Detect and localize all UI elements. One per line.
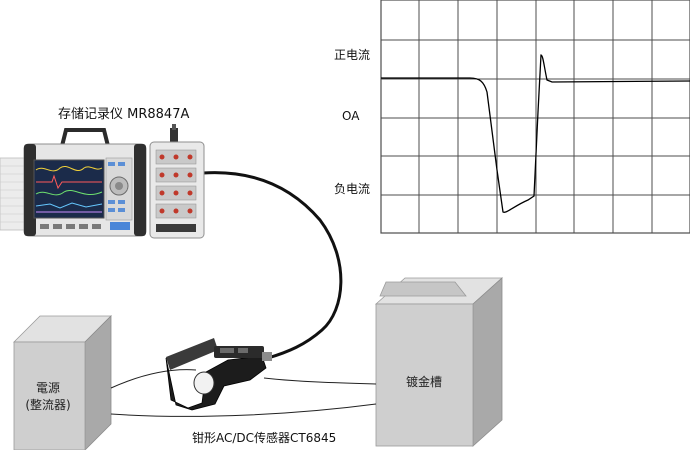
plating-tank-label: 镀金槽 [406,374,442,389]
current-waveform-trace [381,54,690,213]
recorder-screen-traces [35,166,103,213]
recorder-input-unit [149,124,205,239]
negative-current-label: 负电流 [334,182,371,196]
circuit-wires [110,369,377,417]
memory-recorder-device [0,128,147,237]
power-supply-label-line1: 電源 [36,381,60,395]
power-supply-label-line2: (整流器) [25,397,70,412]
sensor-cable [202,171,343,360]
waveform-grid [380,0,690,234]
power-supply-box [13,315,112,450]
positive-current-label: 正电流 [334,48,371,62]
recorder-title: 存储记录仪 MR8847A [58,107,190,122]
clamp-sensor [165,338,272,411]
plating-tank-box [374,277,504,447]
zero-current-label: OA [342,109,360,123]
clamp-sensor-label: 钳形AC/DC传感器CT6845 [192,431,337,445]
